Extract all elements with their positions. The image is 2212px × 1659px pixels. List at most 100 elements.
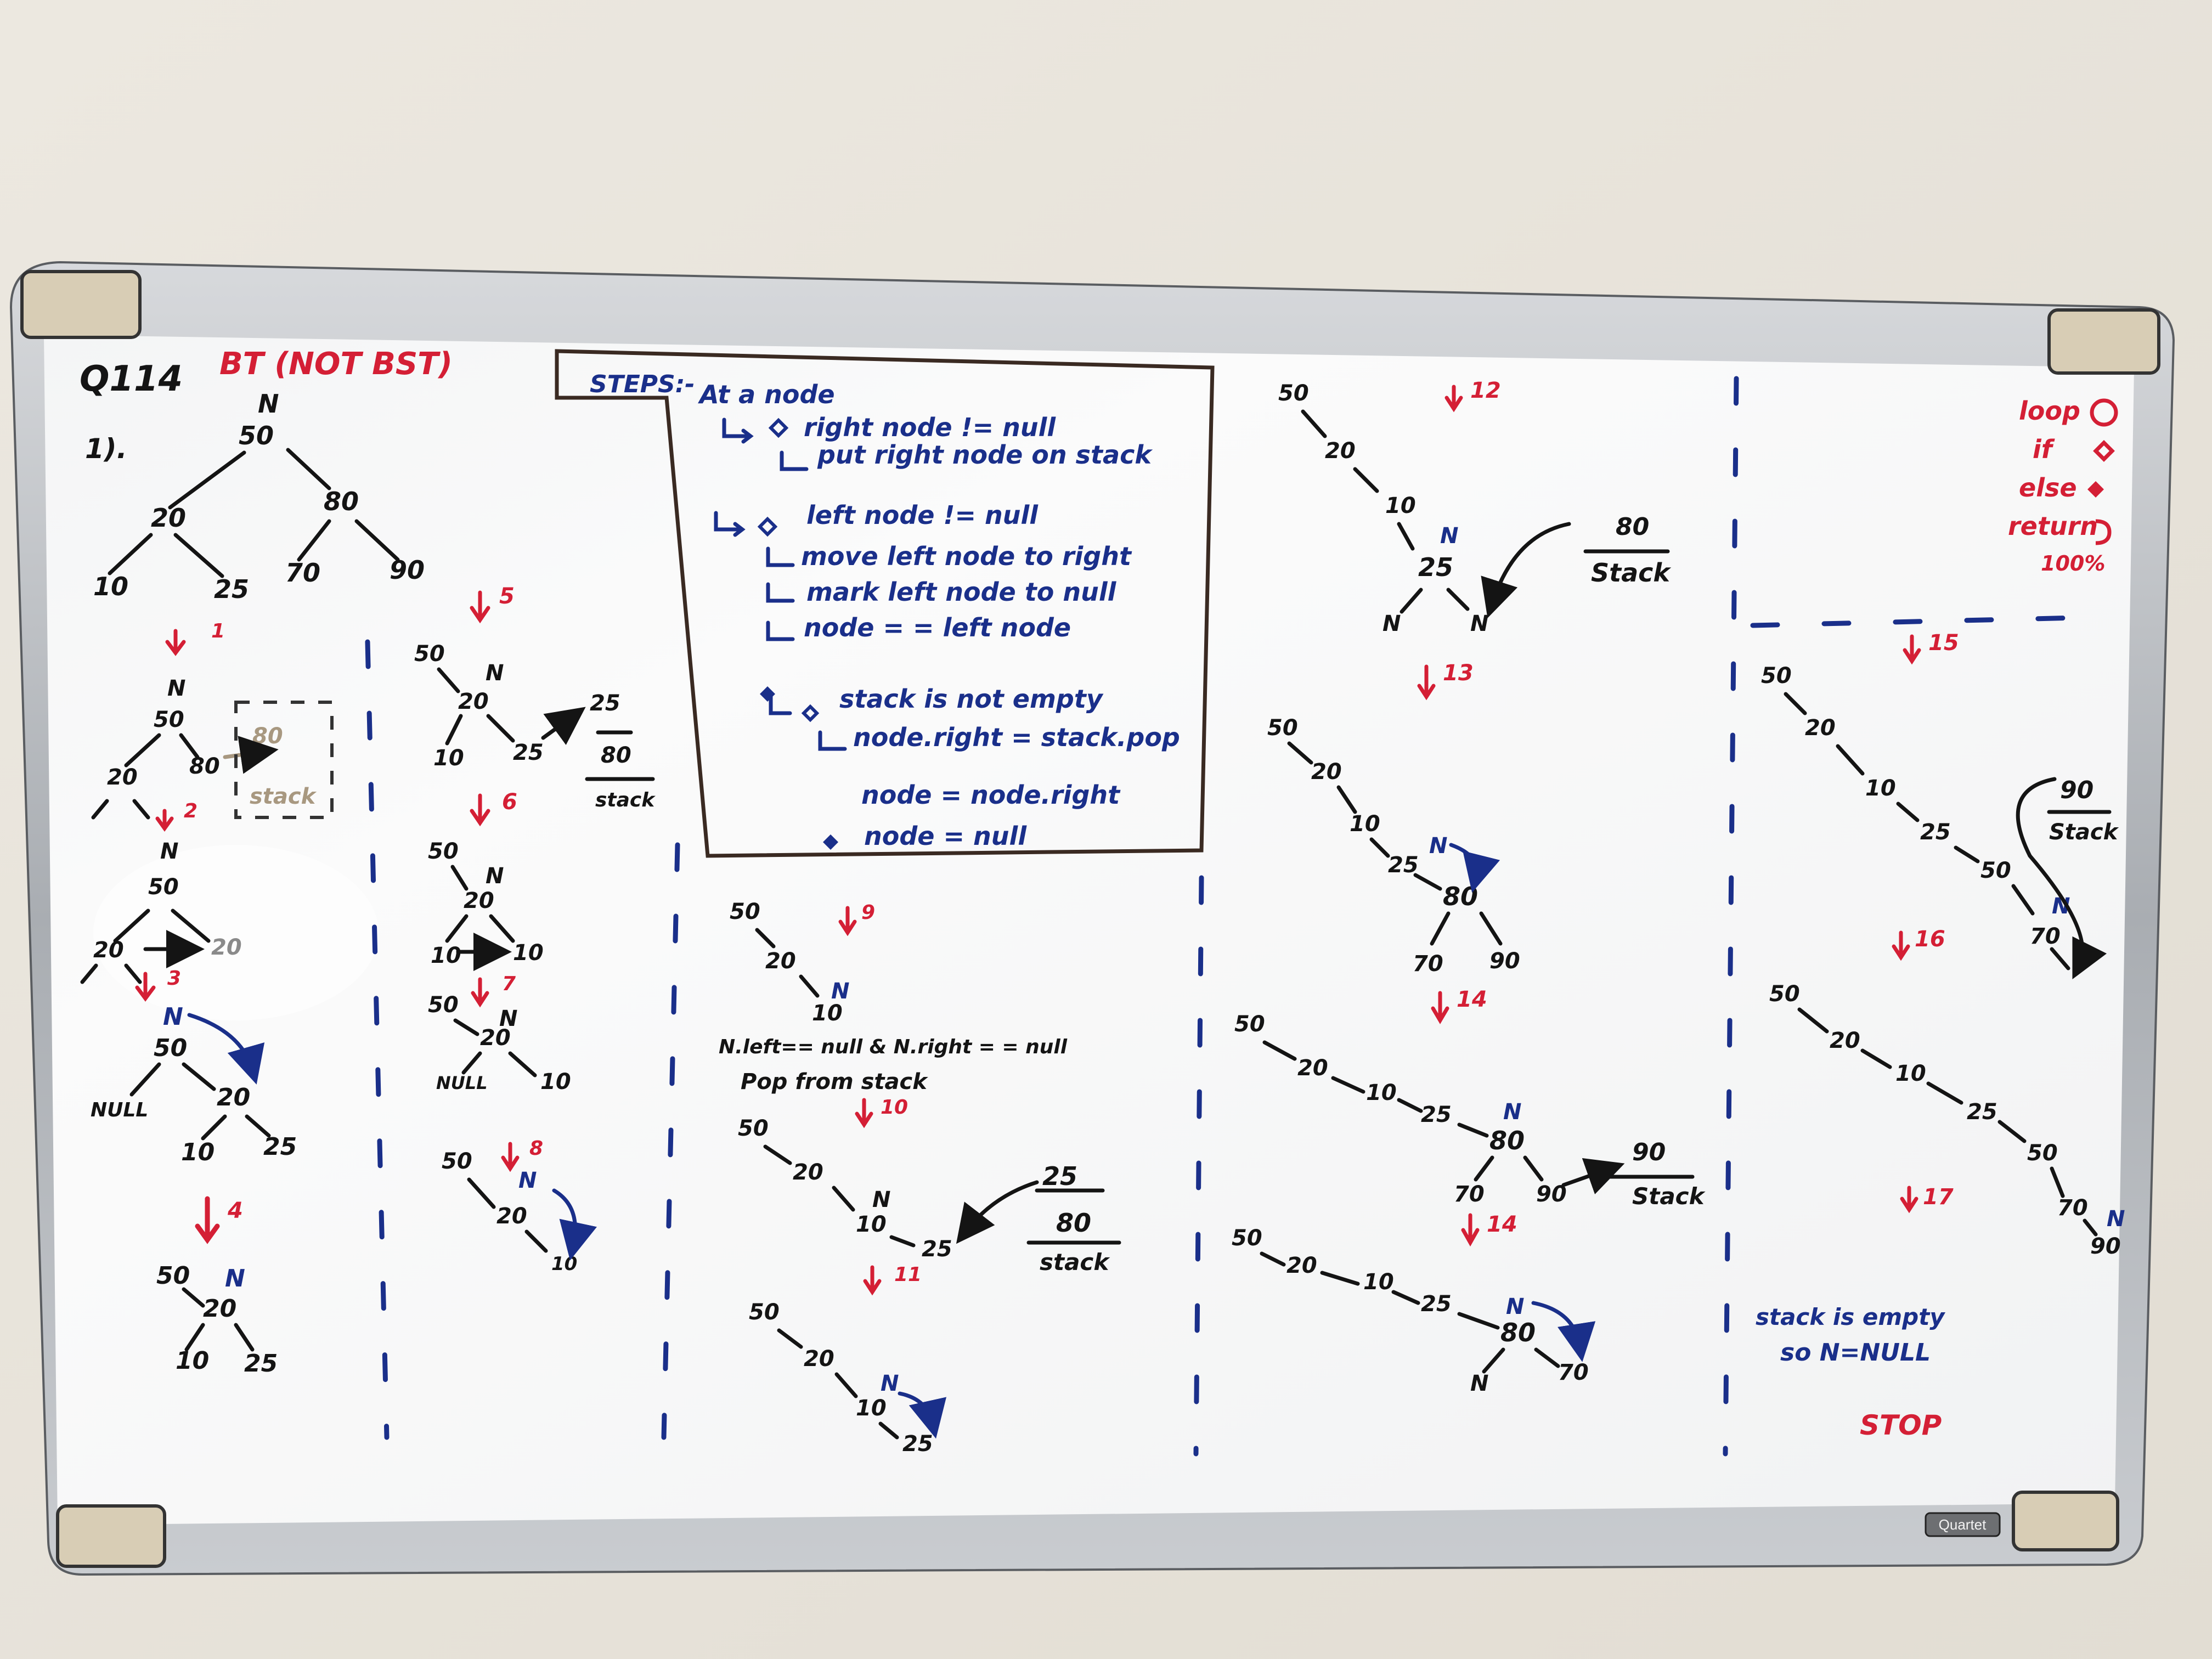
node-80: 80 [1489, 1126, 1525, 1155]
column-separator [365, 639, 390, 1440]
stack-label: stack [1040, 1249, 1110, 1276]
col3-step9: 50 20 N 10 N.left== null & N.right = = n… [719, 899, 1068, 1094]
node-marker: N [872, 1187, 890, 1212]
col5-conclusion: stack is empty so N=NULL STOP [1756, 1304, 1945, 1441]
step-line: node = null [864, 821, 1027, 851]
node-20: 20 [464, 888, 494, 913]
col4-step15-edges [1260, 1251, 1560, 1374]
col3-step10-edges [763, 1144, 1121, 1248]
col2-step7: 50 N 20 NULL 10 [428, 992, 571, 1094]
node-10: 10 [1350, 811, 1380, 837]
loop-icon [2090, 398, 2118, 427]
step-label: 1 [211, 620, 225, 642]
if-diamond-icon [2093, 440, 2115, 462]
column-separator [1193, 875, 1204, 1457]
node-10: 10 [856, 1212, 887, 1237]
node-marker: N [486, 864, 504, 889]
node-10: 10 [812, 1001, 843, 1026]
stack-label: Stack [1632, 1183, 1706, 1210]
col4-step15: 50 20 10 25 N 80 N 70 [1232, 1226, 1589, 1396]
node-25: 25 [1388, 853, 1419, 878]
node-50: 50 [730, 899, 760, 924]
stack-item: 90 [2060, 776, 2094, 804]
node-25: 25 [922, 1237, 952, 1262]
node-70: 70 [2030, 924, 2061, 949]
node-50: 50 [414, 641, 445, 667]
node-50: 50 [1234, 1012, 1265, 1037]
node-25: 25 [214, 574, 249, 604]
step-line: node = = left node [804, 613, 1071, 642]
step-line: right node != null [804, 413, 1056, 442]
diamond-icons [757, 417, 838, 850]
move-arrow [1449, 843, 1500, 893]
col5-step15-edges [1784, 692, 2112, 980]
glare [93, 845, 379, 1020]
col1-step3: N 50 NULL 20 10 25 [91, 1003, 297, 1166]
node-25: 25 [513, 740, 544, 765]
col1-main-edges [108, 448, 400, 578]
step-line: put right node on stack [817, 440, 1153, 470]
if-diamond-icon [768, 417, 789, 438]
col2-step5: 50 N 20 10 25 25 80 stack [414, 641, 656, 811]
stack-item: 25 [590, 691, 620, 716]
stack-label: stack [595, 789, 656, 811]
node-80: 80 [1500, 1318, 1536, 1347]
node-25: 25 [244, 1350, 278, 1378]
col2-step8-edges [467, 1177, 548, 1253]
col1-step3-edges [129, 1062, 271, 1141]
question-number: Q114 [80, 359, 183, 399]
node-50: 50 [239, 421, 274, 450]
node-10: 10 [1895, 1061, 1926, 1086]
null-label: NULL [436, 1073, 488, 1093]
node-90: 90 [1536, 1182, 1567, 1207]
node-50: 50 [1267, 715, 1298, 741]
step-label: 11 [894, 1263, 922, 1286]
stack-item: 90 [1632, 1138, 1666, 1166]
node-20: 20 [804, 1346, 834, 1372]
stack-item: 25 [1042, 1161, 1077, 1191]
node-50: 50 [428, 839, 459, 864]
node-50: 50 [749, 1300, 780, 1325]
stop-note: STOP [1860, 1409, 1942, 1441]
move-arrow [898, 1391, 947, 1439]
stack-box [234, 701, 334, 819]
legend-loop: loop [2019, 396, 2080, 426]
node-50: 50 [738, 1116, 769, 1141]
node-25: 25 [1421, 1102, 1452, 1127]
node-20: 20 [1297, 1056, 1328, 1081]
node-25: 25 [1967, 1099, 1997, 1125]
node-25: 25 [1920, 820, 1951, 845]
step-label: 14 [1487, 1212, 1517, 1237]
col5-step16-edges [1797, 1007, 2098, 1237]
node-10: 10 [431, 943, 461, 968]
node-marker: N [518, 1168, 537, 1193]
node-90: 90 [390, 555, 425, 585]
steps-text: STEPS:- At a node right node != null put… [590, 370, 1180, 851]
col2-step5-edges [437, 667, 655, 781]
stack-label: Stack [2049, 820, 2119, 845]
node-10: 10 [1385, 493, 1416, 518]
col1-step1: N 50 20 80 80 stack [107, 676, 317, 809]
node-10: 10 [181, 1138, 215, 1166]
step-label: 5 [499, 584, 515, 609]
move-arrow [552, 1188, 597, 1261]
stack-item: 80 [1056, 1208, 1091, 1238]
node-70: 70 [1413, 951, 1443, 977]
condition-note: N.left== null & N.right = = null [719, 1036, 1068, 1058]
node-marker: N [499, 1006, 517, 1031]
step-label: 8 [529, 1137, 543, 1160]
part-label: 1). [85, 433, 127, 465]
node-25: 25 [1421, 1291, 1452, 1317]
node-50: 50 [1769, 981, 1800, 1007]
node-50: 50 [428, 992, 459, 1018]
col4-step13-edges [1287, 741, 1503, 946]
node-80: 80 [324, 487, 359, 516]
corner-cap-bl [56, 1504, 166, 1568]
legend-if: if [2033, 435, 2055, 464]
node-50: 50 [1980, 858, 2011, 883]
step-line: node.right = stack.pop [853, 723, 1180, 752]
node-marker: N [2107, 1206, 2125, 1232]
node-marker: N [881, 1371, 899, 1396]
col3-step11-edges [777, 1328, 899, 1440]
col4-step13: 50 20 10 25 N 80 70 90 [1267, 715, 1520, 977]
